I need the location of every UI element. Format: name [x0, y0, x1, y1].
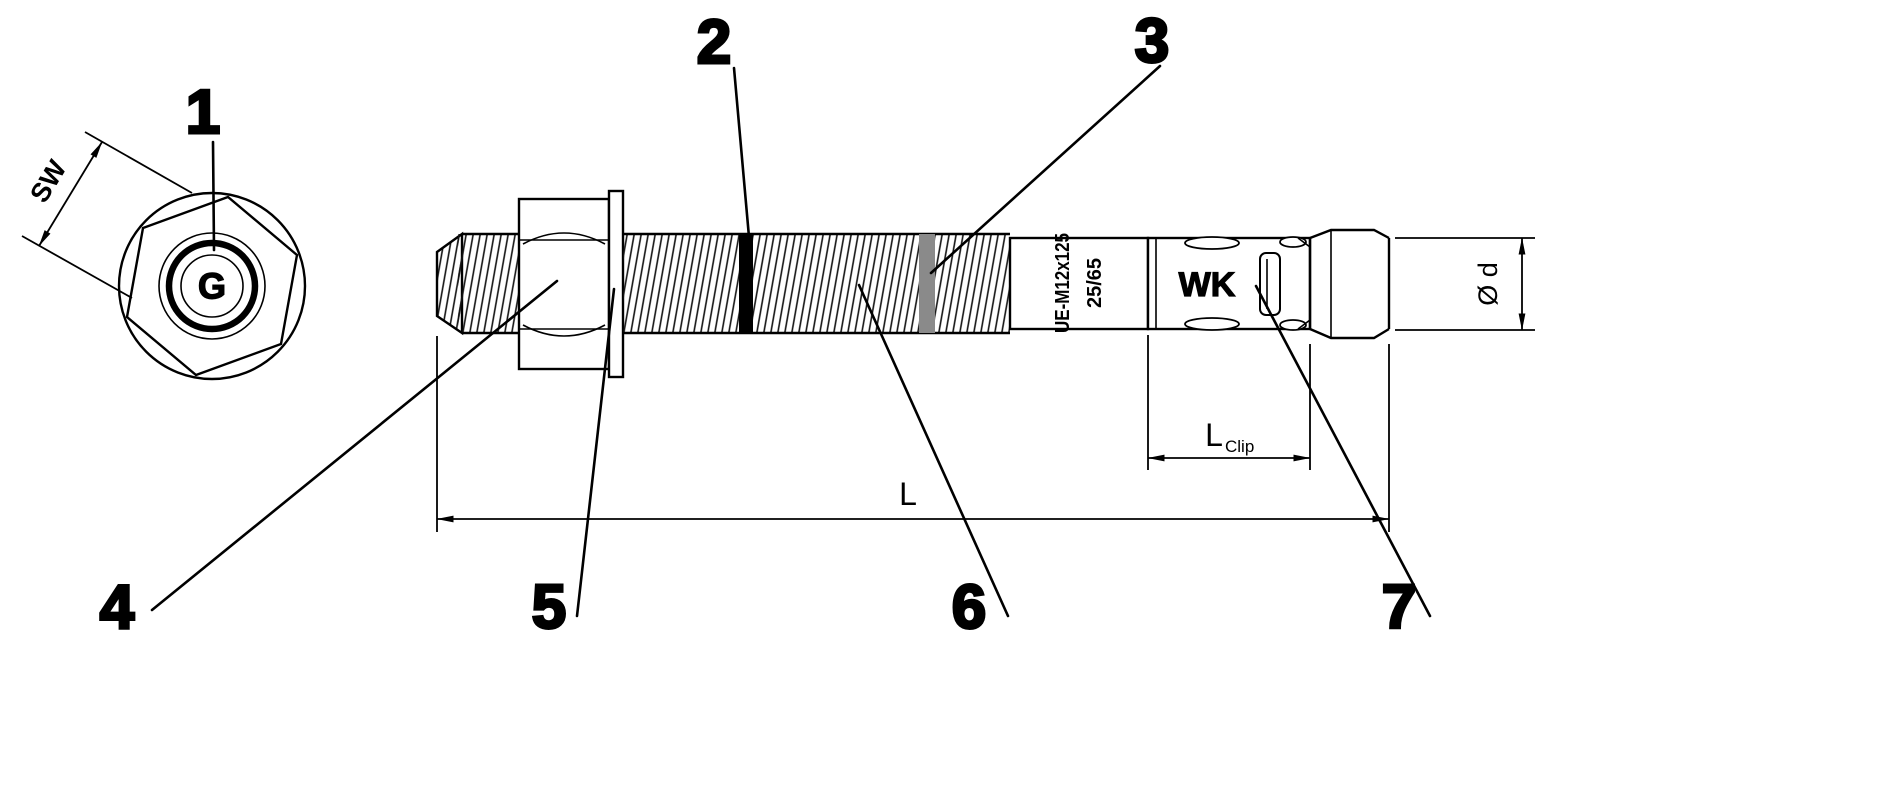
thread-major-circle [158, 232, 266, 340]
clip-brand-mark: WK [1179, 266, 1236, 304]
hex-nut [517, 197, 611, 371]
callout-7: 7 [1254, 284, 1432, 644]
clip-length-label-sub: Clip [1225, 437, 1254, 456]
callout-3: 3 [929, 6, 1171, 275]
embedment-mark-band-black [739, 234, 753, 333]
callout-3-number: 3 [1135, 7, 1169, 76]
sw-dimension-label: SW [24, 155, 72, 208]
callout-5-leader [575, 287, 616, 618]
front-view: G [117, 191, 307, 381]
callout-2-leader [732, 66, 751, 239]
bolt-core-circle [180, 254, 244, 318]
callout-4-leader [150, 279, 559, 612]
callout-2-number: 2 [697, 8, 731, 77]
anchor-neck [1008, 236, 1150, 331]
sw-dimension-line [38, 141, 103, 247]
callout-2: 2 [695, 7, 751, 239]
expansion-clip [1146, 236, 1312, 331]
diameter-dimension: Ø d [1395, 237, 1535, 331]
nut-chamfer-arc-top [522, 232, 606, 245]
nut-chamfer-arc-bottom [522, 324, 606, 337]
callout-1-number: 1 [186, 78, 220, 147]
washer [607, 189, 625, 379]
thread-section-main [623, 234, 1010, 333]
diameter-label: Ø d [1473, 262, 1503, 306]
callout-5: 5 [530, 287, 616, 644]
embedment-mark-band-gray [919, 234, 935, 333]
callouts: 1 2 3 4 5 6 7 [98, 6, 1432, 644]
callout-6: 6 [857, 283, 1010, 644]
clip-tab-bottom [1184, 317, 1240, 331]
length-label: L [899, 476, 917, 512]
sw-extension-line-top [84, 131, 193, 194]
callout-1-leader [211, 140, 216, 252]
callout-6-number: 6 [952, 573, 986, 642]
callout-7-leader [1254, 284, 1432, 618]
thread-section-left [458, 234, 519, 333]
callout-7-number: 7 [1382, 573, 1416, 642]
anchor-side-view: UE-M12x125 25/65 WK [435, 189, 1391, 379]
clip-end-bevel-bottom [1297, 319, 1311, 330]
callout-1: 1 [184, 77, 222, 252]
clip-end-bevel-top [1297, 237, 1311, 248]
clip-tab-top [1184, 236, 1240, 250]
callout-4: 4 [98, 279, 559, 644]
callout-3-leader [929, 64, 1162, 275]
cone-bottom-outline [1309, 327, 1390, 340]
clip-length-dimension: L Clip [1147, 335, 1311, 470]
callout-6-leader [857, 283, 1010, 618]
callout-4-number: 4 [100, 573, 135, 642]
clip-length-label-main: L [1205, 417, 1223, 453]
clip-slot [1259, 252, 1281, 316]
cone-top-outline [1309, 228, 1390, 240]
callout-5-number: 5 [532, 573, 566, 642]
thread-size-mark: G [198, 266, 226, 307]
length-dimension: L [436, 336, 1390, 532]
anchor-marking-line2: 25/65 [1084, 258, 1106, 308]
anchor-marking-line1: UE-M12x125 [1052, 233, 1074, 333]
